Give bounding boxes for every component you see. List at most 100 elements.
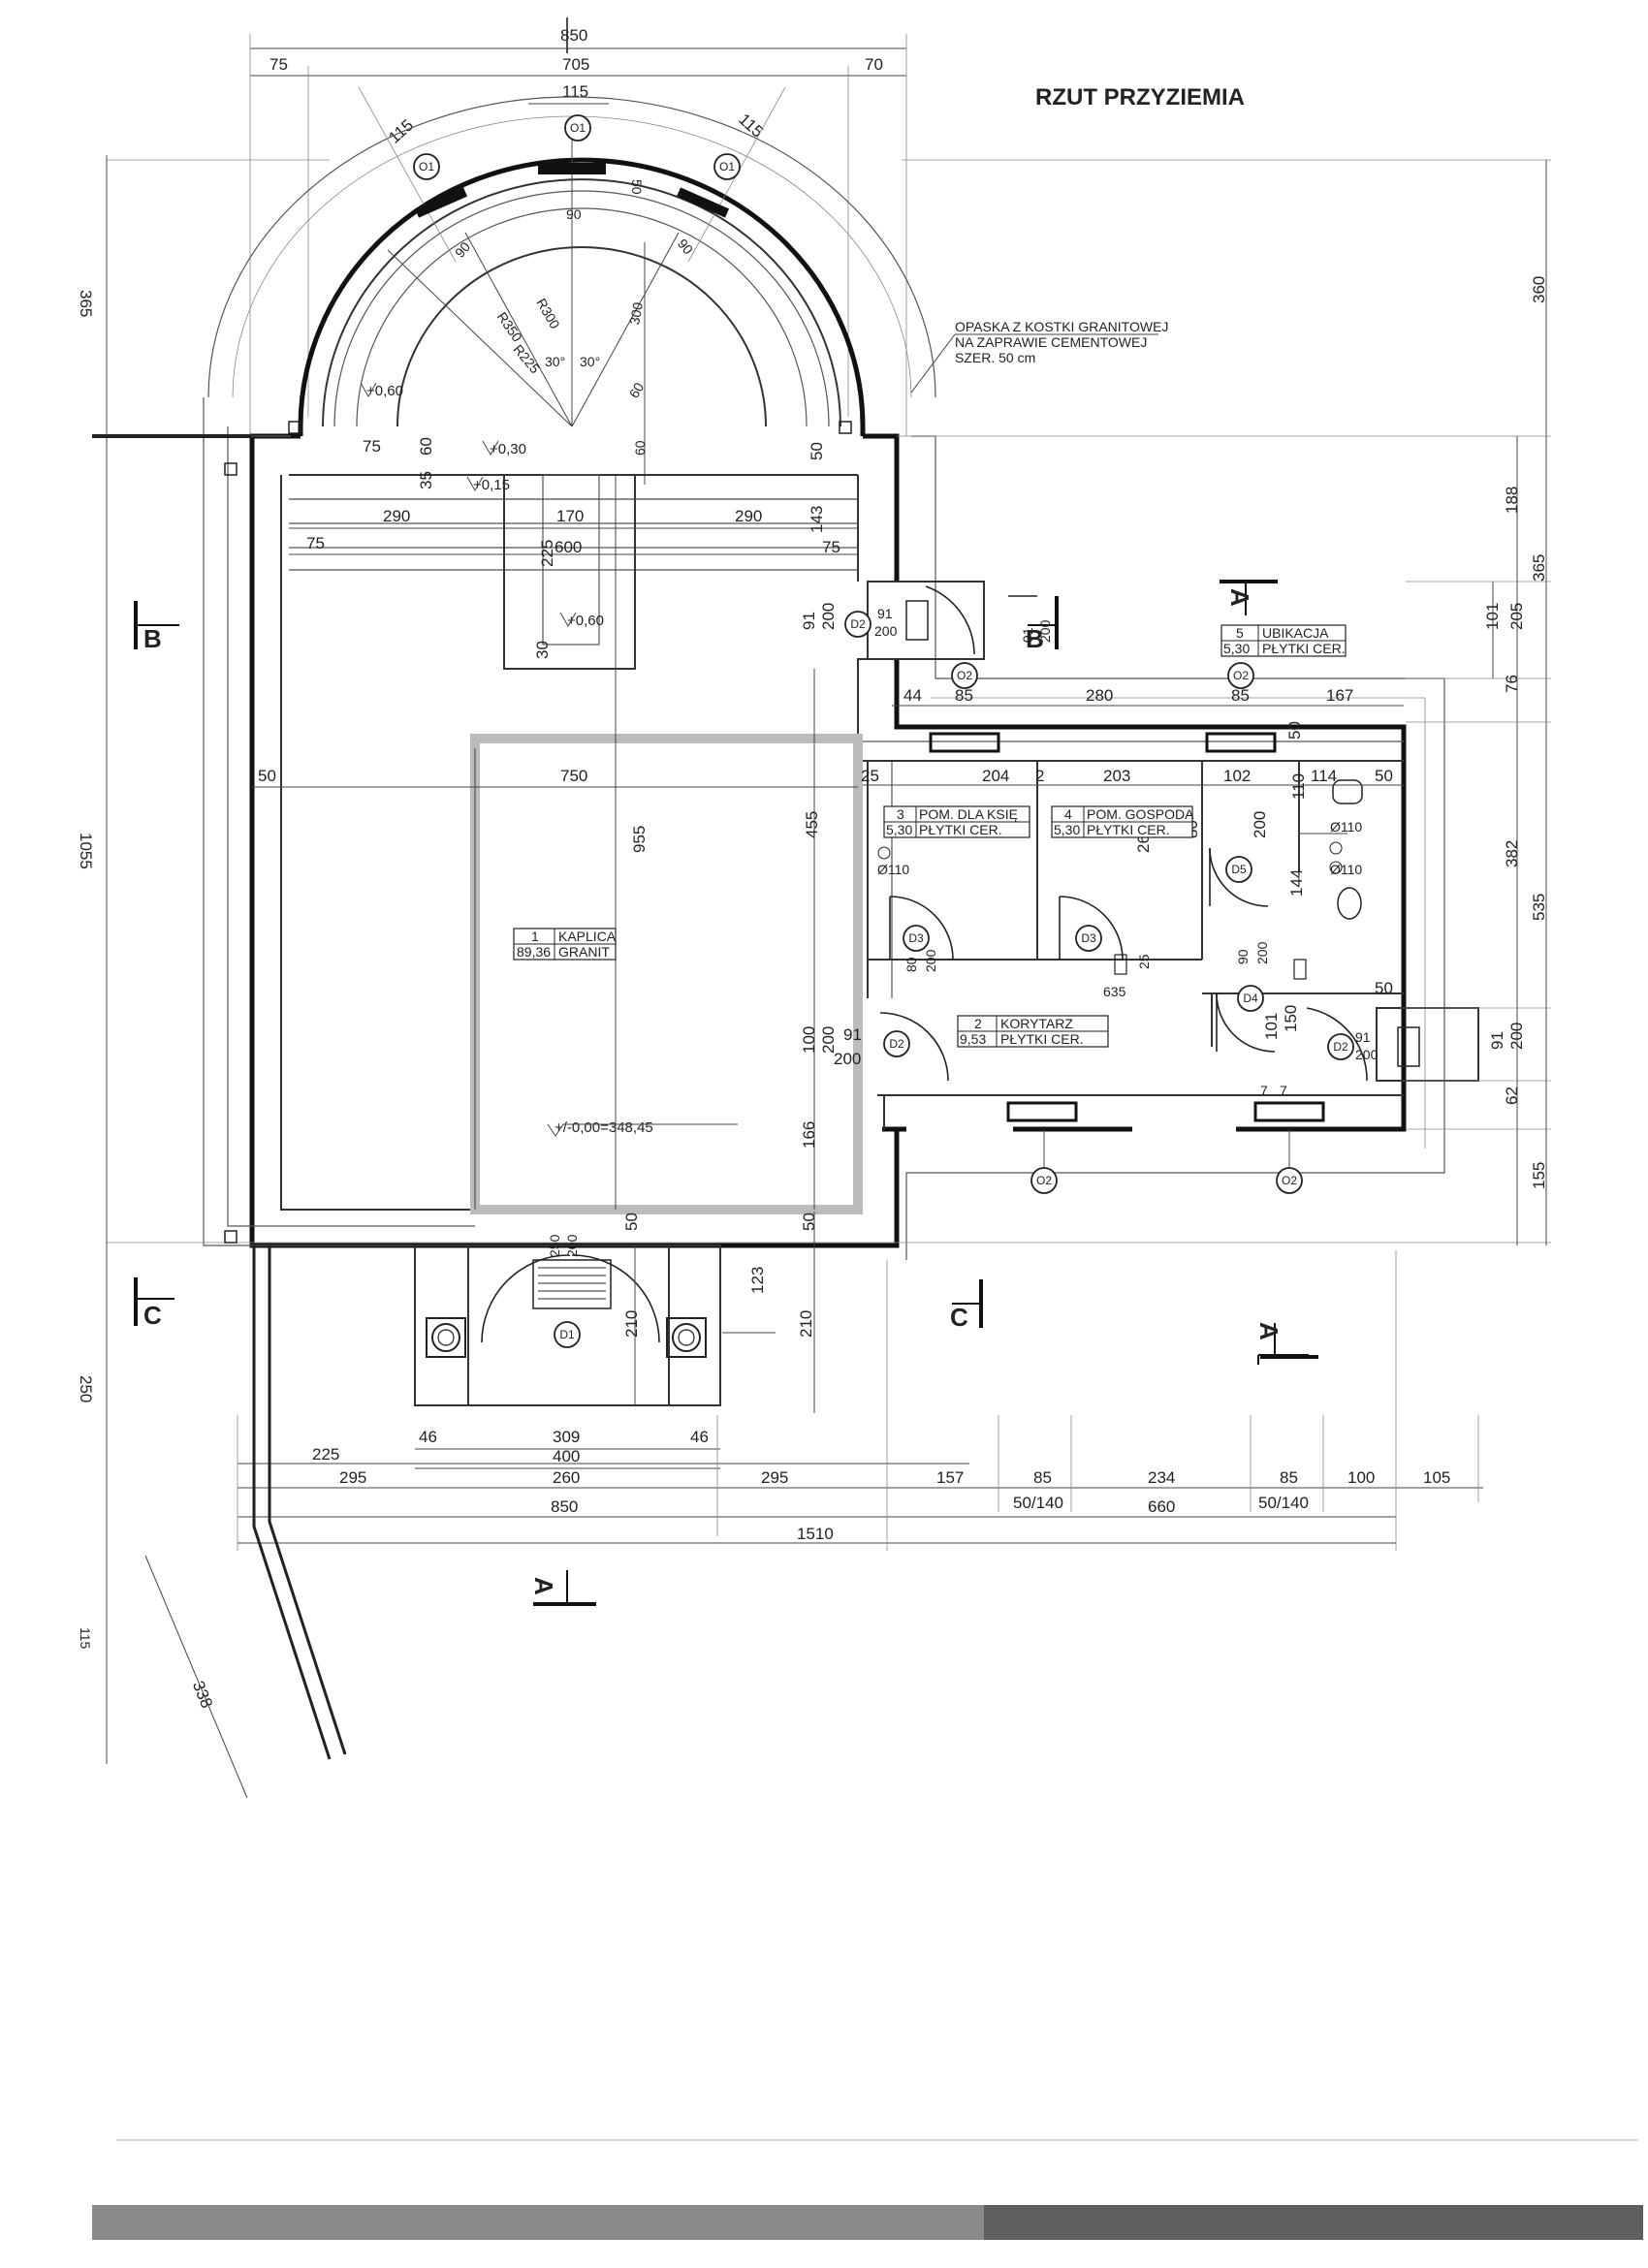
dim-porch-210-b: 210 (797, 1310, 815, 1338)
dim-an-90: 90 (1235, 949, 1251, 964)
dim-nave-166: 166 (800, 1121, 818, 1149)
dim-nt-290-left: 290 (383, 507, 410, 525)
side-door-upper (867, 581, 1037, 660)
door-d2-upper-dim-200: 200 (874, 623, 898, 639)
top-dimensions: 850 75 705 70 115 115 115 (249, 17, 907, 436)
section-mark-b-right: B (1026, 596, 1059, 653)
dim-bot-157: 157 (936, 1468, 964, 1487)
section-mark-c-right: C (950, 1279, 983, 1332)
door-d2-upper-dim-91: 91 (877, 606, 893, 621)
door-tag-d1: D1 (554, 1321, 581, 1348)
svg-text:5,30: 5,30 (1054, 822, 1080, 837)
dim-apse-60-b: 60 (632, 440, 648, 456)
dim-top-705: 705 (562, 55, 589, 74)
dim-porch-123: 123 (748, 1267, 767, 1294)
dim-right-155: 155 (1530, 1162, 1548, 1189)
svg-text:O2: O2 (1036, 1174, 1052, 1187)
svg-text:C: C (143, 1301, 162, 1330)
dim-top-70: 70 (865, 55, 883, 74)
dim-bot-105: 105 (1423, 1468, 1450, 1487)
dim-nave-750: 750 (560, 767, 587, 785)
dim-porch-210-a: 210 (622, 1310, 641, 1338)
dim-left-1055: 1055 (77, 833, 95, 869)
dim-nt-290-right: 290 (735, 507, 762, 525)
dim-apse-300: 300 (626, 300, 646, 326)
dim-left-115: 115 (78, 1627, 93, 1650)
room-label-kaplica: 1 KAPLICA 89,36 GRANIT (513, 928, 617, 961)
dim-an-200-b: 200 (923, 949, 938, 972)
section-mark-b-left: B (134, 601, 179, 653)
nave-dimensions: 50 750 955 455 166 50 50 91 200 100 200 … (107, 475, 1551, 1244)
dim-an-167: 167 (1326, 686, 1353, 705)
dim-right-365: 365 (1530, 554, 1548, 582)
dim-nave-200-c: 200 (834, 1050, 861, 1068)
window-tag-o2-a: O2 (951, 662, 978, 689)
svg-text:D1: D1 (559, 1328, 575, 1341)
level-030: +0,30 (490, 441, 526, 457)
pavement-note: OPASKA Z KOSTKI GRANITOWEJ NA ZAPRAWIE C… (910, 319, 1168, 394)
dim-top-115-right: 115 (735, 110, 767, 141)
dim-right-360: 360 (1530, 276, 1548, 303)
svg-text:O2: O2 (957, 669, 972, 682)
dim-bot-100: 100 (1347, 1468, 1375, 1487)
dim-right-535: 535 (1530, 894, 1548, 921)
section-mark-c-left: C (134, 1277, 174, 1330)
level-015: +0,15 (473, 477, 510, 493)
dim-an-91-ext: 91 (1355, 1029, 1371, 1045)
svg-text:5,30: 5,30 (1223, 641, 1250, 656)
dim-nt-35: 35 (417, 471, 435, 489)
window-tag-o1-left: O1 (413, 153, 440, 180)
dim-an-7-a: 7 (1260, 1083, 1268, 1098)
dim-apse-r350: R350 (494, 309, 525, 345)
dim-an-7-b: 7 (1280, 1083, 1287, 1098)
svg-text:D2: D2 (850, 617, 866, 631)
door-tag-d2-annex: D2 (1327, 1033, 1354, 1060)
svg-text:A: A (529, 1577, 558, 1595)
dim-bot-850: 850 (551, 1497, 578, 1516)
svg-text:O2: O2 (1282, 1174, 1297, 1187)
svg-text:D2: D2 (1333, 1040, 1348, 1054)
svg-text:D5: D5 (1231, 863, 1247, 876)
annex (863, 732, 1479, 1122)
dim-an-101: 101 (1262, 1013, 1281, 1040)
dim-nt-600: 600 (555, 538, 582, 556)
dim-an-d110-c: Ø110 (1330, 862, 1362, 877)
level-060-apse: +0,60 (366, 383, 403, 399)
window-tag-o1-center: O1 (564, 114, 591, 142)
dim-right-62: 62 (1503, 1087, 1521, 1105)
svg-text:3: 3 (897, 806, 904, 822)
dim-nave-200-b: 200 (819, 1026, 838, 1054)
svg-text:O2: O2 (1233, 669, 1249, 682)
svg-text:KAPLICA: KAPLICA (558, 929, 617, 944)
dim-an-50-c: 50 (1375, 979, 1393, 997)
section-marks: B B C C A A (134, 580, 1318, 1606)
dim-an-91-upper: 91 (1020, 627, 1035, 643)
note-line-2: NA ZAPRAWIE CEMENTOWEJ (955, 334, 1147, 350)
svg-text:C: C (950, 1303, 968, 1332)
svg-text:POM. GOSPODA: POM. GOSPODA (1087, 806, 1194, 822)
dim-right-200: 200 (1507, 1023, 1526, 1050)
svg-text:PŁYTKI CER.: PŁYTKI CER. (919, 822, 1002, 837)
dim-right-205: 205 (1507, 603, 1526, 630)
dim-porch-309: 309 (553, 1428, 580, 1446)
dim-bot-225: 225 (312, 1445, 339, 1464)
room-label-ubikacja: 5 UBIKACJA 5,30 PŁYTKI CER. (1220, 624, 1347, 657)
dim-nave-955: 955 (630, 826, 649, 853)
dim-porch-200: 200 (564, 1234, 580, 1257)
dim-right-91: 91 (1488, 1031, 1506, 1050)
dim-nt-50: 50 (808, 442, 826, 460)
dim-right-382: 382 (1503, 840, 1521, 867)
svg-text:B: B (1026, 624, 1044, 653)
svg-text:2: 2 (974, 1016, 982, 1031)
door-tag-d4: D4 (1237, 985, 1264, 1012)
svg-text:89,36: 89,36 (517, 944, 551, 960)
dim-top-850: 850 (560, 26, 587, 45)
dim-left-338: 338 (189, 1679, 216, 1711)
dim-apse-30-left: 30° (545, 354, 565, 369)
note-line-3: SZER. 50 cm (955, 350, 1035, 365)
svg-text:O1: O1 (719, 160, 735, 173)
svg-text:5,30: 5,30 (886, 822, 912, 837)
right-dimensions: 360 188 365 205 101 76 382 535 91 200 62… (897, 159, 1551, 1245)
section-mark-a-lower: A (529, 1570, 596, 1606)
dim-bot-1510: 1510 (797, 1525, 834, 1543)
